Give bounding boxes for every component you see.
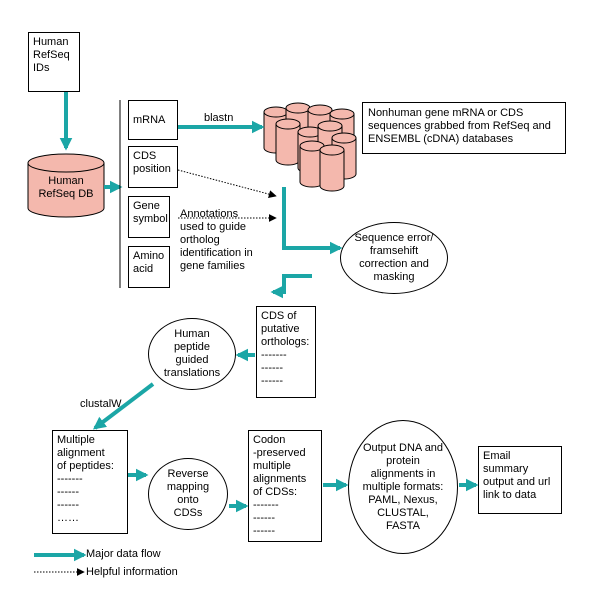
- multiple-alignment-box: Multiple alignment of peptides: ------- …: [52, 430, 128, 534]
- email-summary-label: Email summary output and url link to dat…: [483, 450, 551, 501]
- legend-major-label: Major data flow: [86, 548, 161, 560]
- cds-orthologs-dash: ------: [261, 375, 283, 387]
- multiple-alignment-dash: ……: [57, 512, 79, 524]
- cds-position-box: CDS position: [128, 146, 178, 188]
- amino-acid-label: Amino acid: [133, 250, 165, 275]
- clustalw-label: clustalW: [80, 398, 122, 410]
- seq-error-label: Sequence error/ framsehift correction an…: [354, 232, 434, 283]
- gene-symbol-label: Gene symbol: [133, 200, 168, 225]
- annotation-note: Annotations used to guide ortholog ident…: [180, 208, 253, 272]
- refseq-ids-label: Human RefSeq IDs: [33, 36, 70, 74]
- amino-acid-box: Amino acid: [128, 246, 170, 288]
- blastn-label: blastn: [204, 112, 234, 124]
- seq-error-node: Sequence error/ framsehift correction an…: [340, 222, 448, 294]
- helpful-info-arrows: [34, 169, 277, 576]
- cds-orthologs-box: CDS of putative orthologs: ------- -----…: [256, 306, 316, 398]
- output-formats-label: Output DNA and protein alignments in mul…: [362, 441, 444, 532]
- gene-symbol-box: Gene symbol: [128, 196, 170, 238]
- multiple-alignment-dash: -------: [57, 473, 83, 485]
- output-formats-node: Output DNA and protein alignments in mul…: [348, 420, 458, 554]
- multiple-alignment-label: Multiple alignment of peptides:: [57, 434, 114, 472]
- cds-orthologs-dash: ------: [261, 362, 283, 374]
- codon-preserved-dash: ------: [253, 525, 275, 537]
- peptide-translation-label: Human peptide guided translations: [163, 328, 221, 379]
- refseq-db-cylinder: [27, 153, 105, 218]
- mrna-label: mRNA: [133, 114, 166, 126]
- nonhuman-note-label: Nonhuman gene mRNA or CDS sequences grab…: [368, 107, 551, 145]
- peptide-translation-node: Human peptide guided translations: [148, 318, 236, 390]
- multiple-alignment-dash: ------: [57, 499, 79, 511]
- reverse-mapping-label: Reverse mapping onto CDSs: [166, 468, 210, 519]
- legend-helpful-label: Helpful information: [86, 566, 178, 578]
- major-flow-arrows: [34, 92, 479, 562]
- mrna-box: mRNA: [128, 100, 178, 140]
- reverse-mapping-node: Reverse mapping onto CDSs: [148, 458, 228, 530]
- refseq-ids-box: Human RefSeq IDs: [28, 32, 80, 92]
- email-summary-box: Email summary output and url link to dat…: [478, 446, 562, 514]
- refseq-db-label: Human RefSeq DB: [38, 175, 94, 200]
- cds-orthologs-dash: -------: [261, 349, 287, 361]
- nonhuman-db-stack: [263, 102, 357, 192]
- codon-preserved-dash: ------: [253, 512, 275, 524]
- nonhuman-note-box: Nonhuman gene mRNA or CDS sequences grab…: [362, 102, 566, 154]
- cds-orthologs-label: CDS of putative orthologs:: [261, 310, 310, 348]
- codon-preserved-label: Codon -preserved multiple alignments of …: [253, 434, 307, 498]
- multiple-alignment-dash: ------: [57, 486, 79, 498]
- codon-preserved-dash: -------: [253, 499, 279, 511]
- cds-position-label: CDS position: [133, 150, 171, 175]
- codon-preserved-box: Codon -preserved multiple alignments of …: [248, 430, 322, 542]
